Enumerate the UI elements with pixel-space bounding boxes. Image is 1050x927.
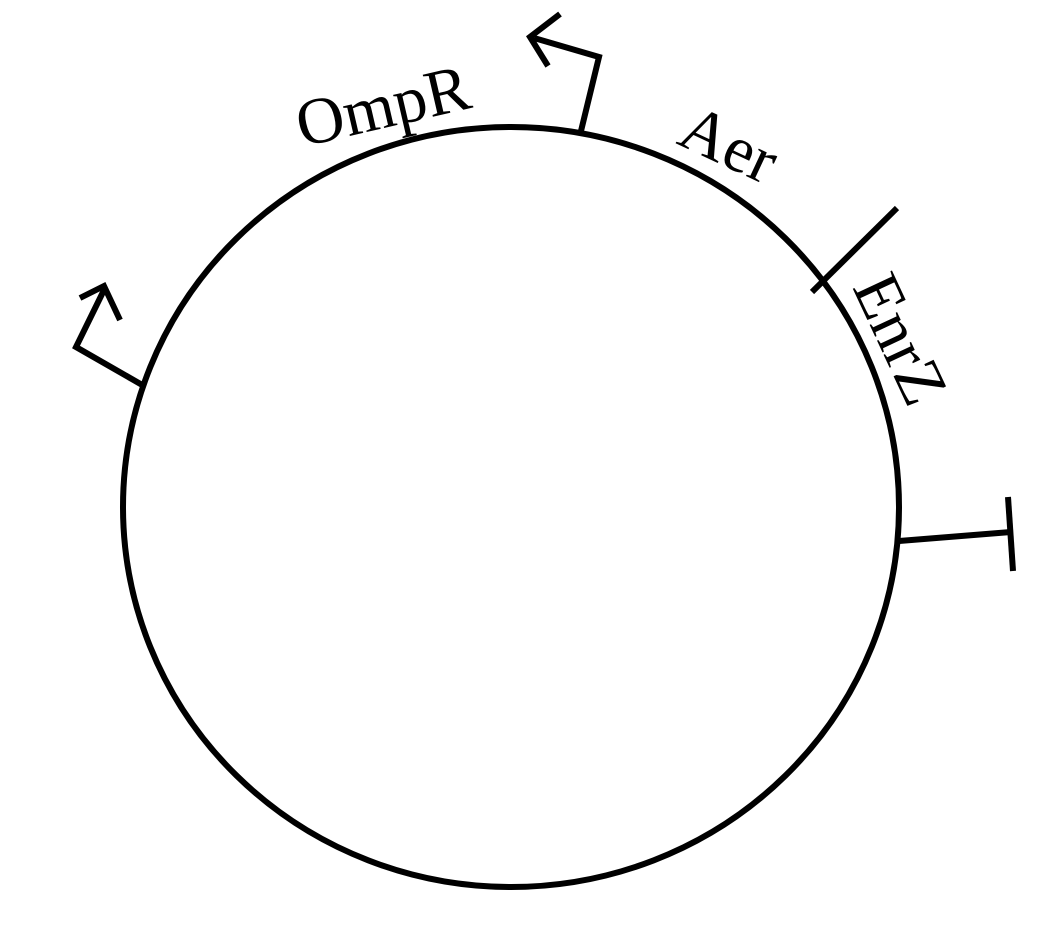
- gene-boundary-tick: [809, 205, 900, 295]
- plasmid-backbone: [120, 124, 902, 890]
- promoter-top-icon: [526, 11, 603, 132]
- promoter-left-icon: [72, 281, 146, 389]
- terminator-icon: [898, 496, 1016, 572]
- gene-label-aer: Aer: [669, 90, 790, 198]
- gene-label-ompr: OmpR: [289, 51, 477, 162]
